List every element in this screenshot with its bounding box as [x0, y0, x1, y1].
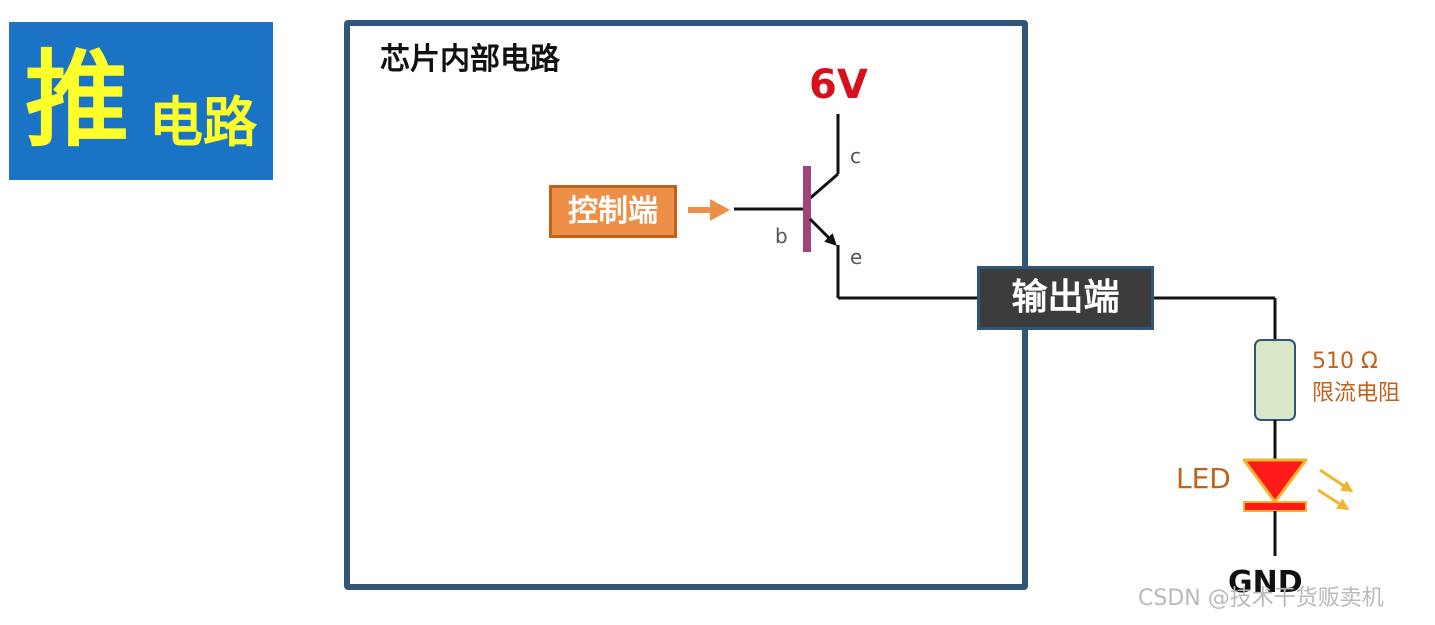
light-arrow-2	[1317, 488, 1350, 511]
base-label: b	[775, 224, 788, 248]
title-small-text: 电路	[149, 91, 257, 154]
supply-label: 6V	[809, 62, 868, 108]
collector-label: c	[850, 144, 861, 168]
control-terminal-box: 控制端	[549, 185, 677, 238]
ground-label: GND	[1228, 565, 1303, 600]
watermark: CSDN @技术干货贩卖机	[1138, 586, 1384, 611]
led-triangle	[1242, 458, 1308, 504]
title-big-char: 推	[25, 39, 130, 161]
control-arrow-head	[710, 199, 730, 221]
chip-label: 芯片内部电路	[380, 42, 560, 77]
output-terminal-box: 输出端	[977, 266, 1154, 330]
resistor-name-label: 限流电阻	[1312, 381, 1400, 406]
title-block: 推 电路	[9, 22, 273, 180]
collector-lead	[807, 172, 839, 202]
resistor-value-label: 510 Ω	[1312, 349, 1378, 374]
light-arrow-1	[1319, 468, 1354, 493]
transistor-base-bar	[803, 166, 811, 252]
emitter-label: e	[850, 245, 862, 269]
led-cathode-bar	[1243, 501, 1307, 512]
resistor-body	[1254, 339, 1296, 421]
emitter-lead	[808, 217, 837, 246]
led-label: LED	[1176, 462, 1231, 495]
